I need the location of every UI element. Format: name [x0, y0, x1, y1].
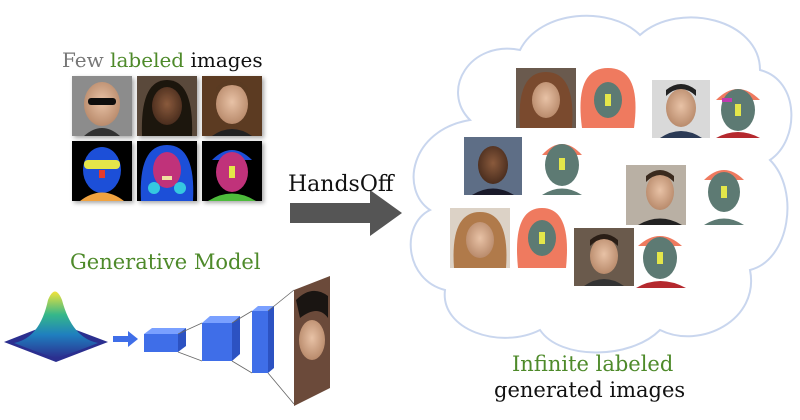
segmentation-mask — [542, 144, 582, 195]
generative-network — [144, 289, 295, 405]
face-photo — [652, 80, 710, 138]
face-photo — [202, 76, 262, 136]
face-photo — [516, 68, 576, 128]
cnn-block — [252, 306, 274, 373]
face-photo — [137, 76, 197, 136]
labeled-word: labeled — [110, 48, 185, 72]
segmentation-mask — [716, 89, 760, 138]
gaussian-surface-icon — [4, 291, 108, 362]
infinite-labeled-label: Infinite labeled — [512, 352, 674, 376]
segmentation-mask — [137, 141, 197, 201]
face-photo — [574, 228, 634, 286]
cloud-icon — [409, 14, 793, 354]
face-photo — [450, 208, 510, 268]
segmentation-mask — [202, 141, 262, 201]
segmentation-mask — [72, 141, 132, 201]
images-word: images — [190, 48, 263, 72]
cnn-block — [202, 316, 240, 361]
network-input-arrow-icon — [113, 331, 138, 347]
generated-images-label: generated images — [494, 378, 686, 402]
handsoff-label: HandsOff — [288, 172, 394, 197]
few-labeled-images-title: Few labeled images — [62, 48, 263, 72]
right-arrow-icon — [290, 190, 402, 236]
labeled-images-grid — [72, 76, 262, 201]
segmentation-mask — [580, 68, 636, 128]
cnn-block — [144, 328, 186, 352]
face-photo — [464, 137, 522, 195]
face-photo — [626, 165, 686, 225]
segmentation-mask — [636, 236, 686, 288]
segmentation-mask — [704, 170, 744, 225]
few-word: Few — [62, 48, 104, 72]
segmentation-mask — [517, 208, 567, 268]
generated-face-photo — [294, 276, 330, 406]
generative-model-label: Generative Model — [70, 250, 261, 274]
face-photo — [72, 76, 132, 136]
